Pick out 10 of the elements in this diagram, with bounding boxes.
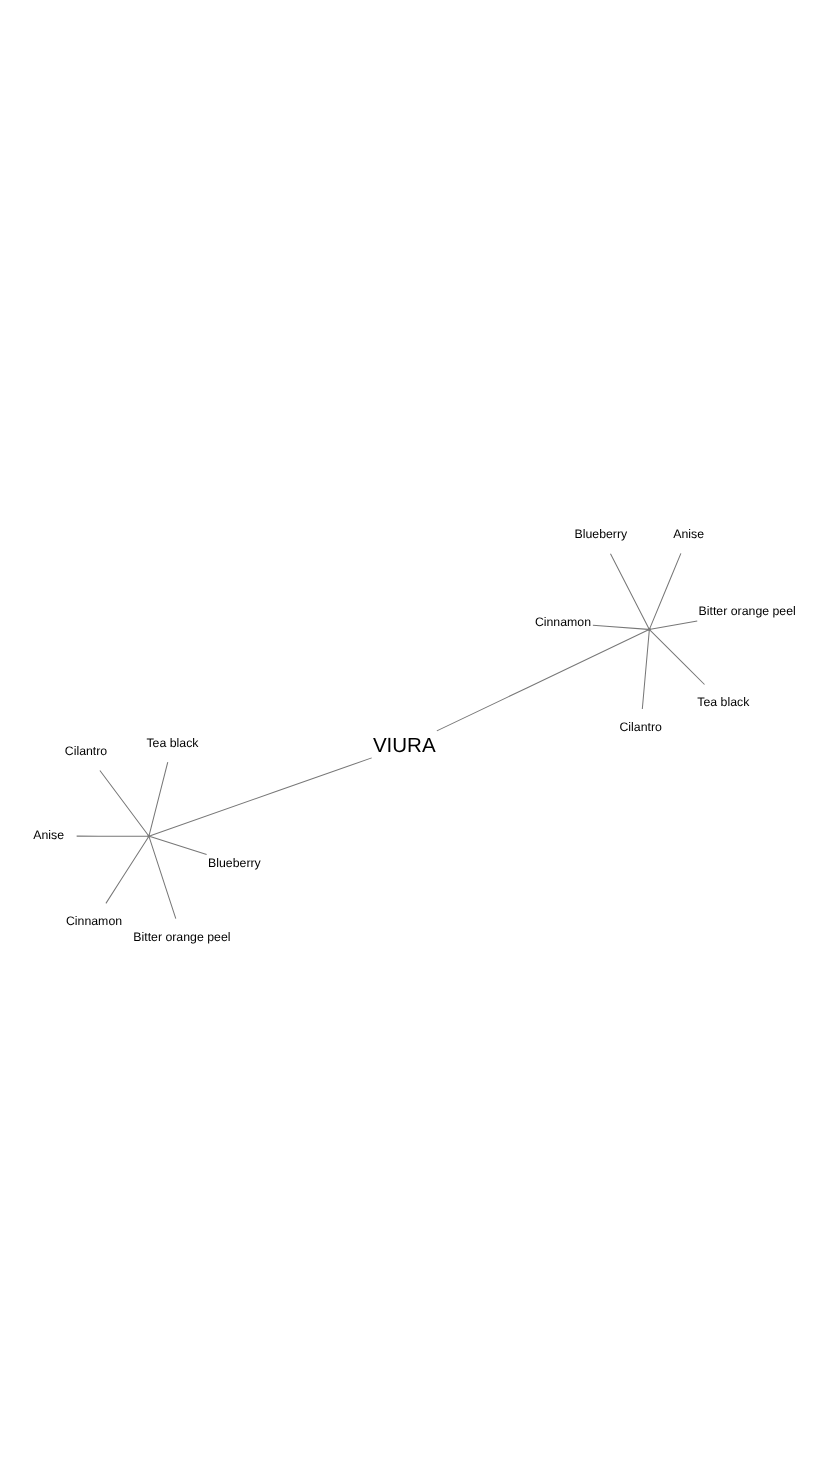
node-point: [147, 833, 151, 837]
connector: [609, 552, 650, 628]
connector: [641, 629, 650, 709]
connector: [649, 551, 682, 628]
connector: [649, 619, 698, 629]
connector: [436, 628, 649, 731]
connector: [592, 623, 649, 629]
node-text: VIURA: [372, 734, 436, 757]
connector: [649, 628, 706, 685]
node-point: [647, 626, 651, 631]
